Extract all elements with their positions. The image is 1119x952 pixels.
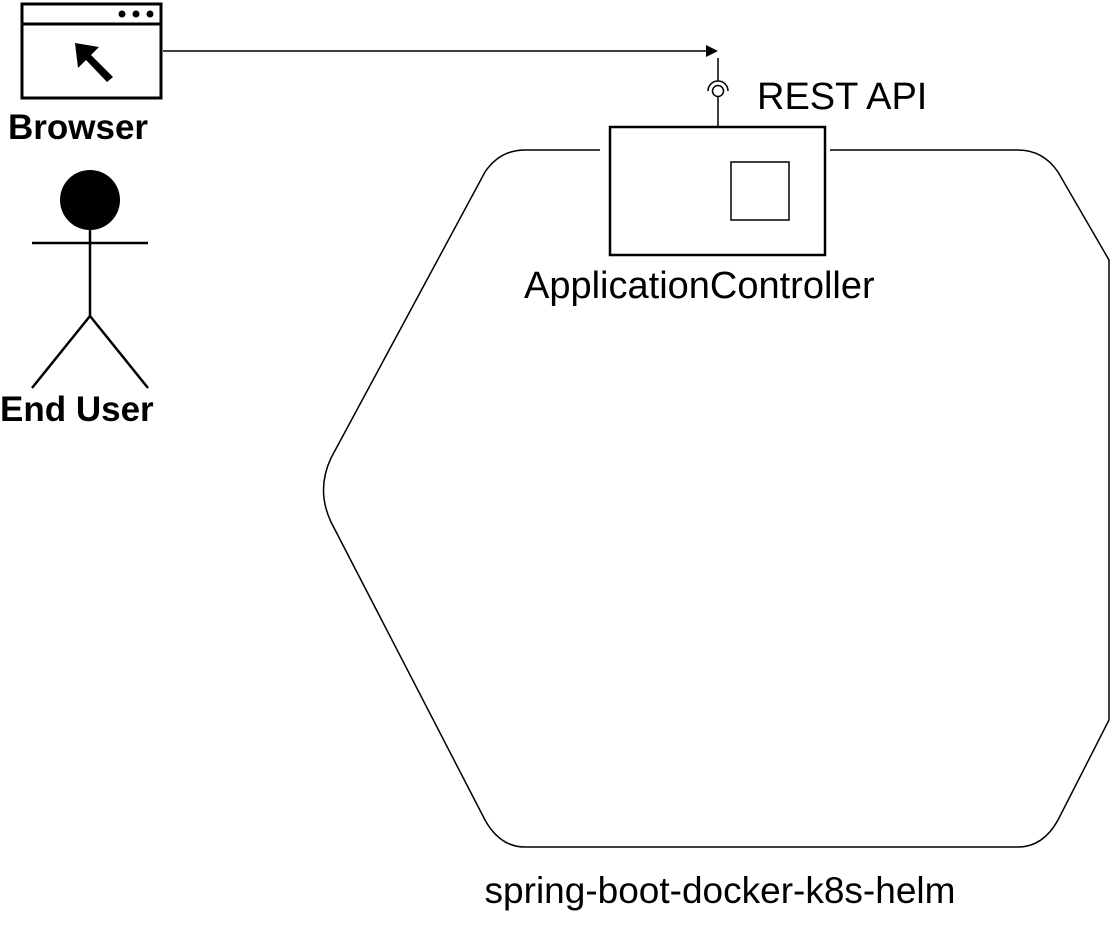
actor-stick-figure-icon[interactable] <box>31 170 149 389</box>
browser-to-restapi-edge[interactable] <box>163 45 718 57</box>
service-name-label: spring-boot-docker-k8s-helm <box>484 870 956 911</box>
end-user-label: End User <box>0 390 154 429</box>
browser-label: Browser <box>8 108 149 147</box>
browser-window-icon[interactable] <box>20 2 163 100</box>
service-boundary-hexagon[interactable] <box>322 149 1110 848</box>
edge-arrowhead-icon <box>706 45 718 57</box>
cursor-arrow-icon <box>75 43 113 82</box>
application-controller-label: ApplicationController <box>524 265 875 307</box>
rest-api-label: REST API <box>757 76 928 118</box>
component-inner-square <box>730 161 790 221</box>
component-icon[interactable] <box>608 125 827 257</box>
provided-interface-icon[interactable] <box>707 58 729 127</box>
